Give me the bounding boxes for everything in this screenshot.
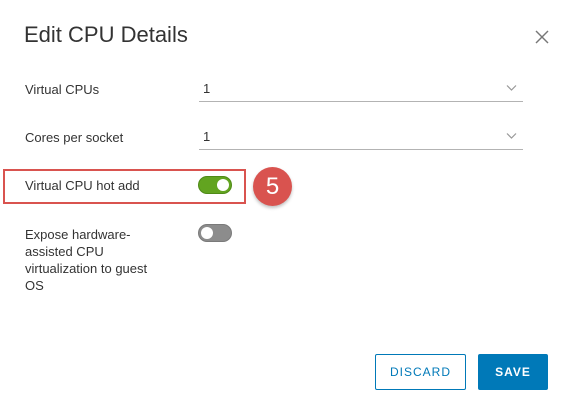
expose-virtualization-label-line: assisted CPU (25, 244, 104, 259)
cores-per-socket-select[interactable]: 1 (199, 127, 523, 150)
chevron-down-icon (506, 85, 517, 91)
virtual-cpus-label: Virtual CPUs (25, 82, 100, 97)
dialog-title: Edit CPU Details (24, 22, 188, 47)
cores-per-socket-value: 1 (203, 129, 211, 144)
cpu-hot-add-toggle[interactable] (198, 176, 232, 194)
expose-virtualization-label: Expose hardware- assisted CPU virtualiza… (25, 226, 147, 294)
cpu-hot-add-label: Virtual CPU hot add (25, 178, 140, 193)
save-button[interactable]: SAVE (478, 354, 548, 390)
virtual-cpus-value: 1 (203, 81, 211, 96)
close-button[interactable] (532, 27, 552, 47)
discard-button[interactable]: DISCARD (375, 354, 466, 390)
cores-per-socket-label: Cores per socket (25, 130, 124, 145)
virtual-cpus-select[interactable]: 1 (199, 79, 523, 102)
toggle-knob (217, 179, 229, 191)
expose-virtualization-label-line: Expose hardware- (25, 227, 131, 242)
close-icon (535, 30, 549, 44)
chevron-down-icon (506, 133, 517, 139)
expose-virtualization-label-line: OS (25, 278, 44, 293)
step-badge: 5 (253, 167, 292, 206)
highlight-box (3, 169, 246, 204)
expose-virtualization-label-line: virtualization to guest (25, 261, 148, 276)
expose-virtualization-toggle[interactable] (198, 224, 232, 242)
toggle-knob (201, 227, 213, 239)
